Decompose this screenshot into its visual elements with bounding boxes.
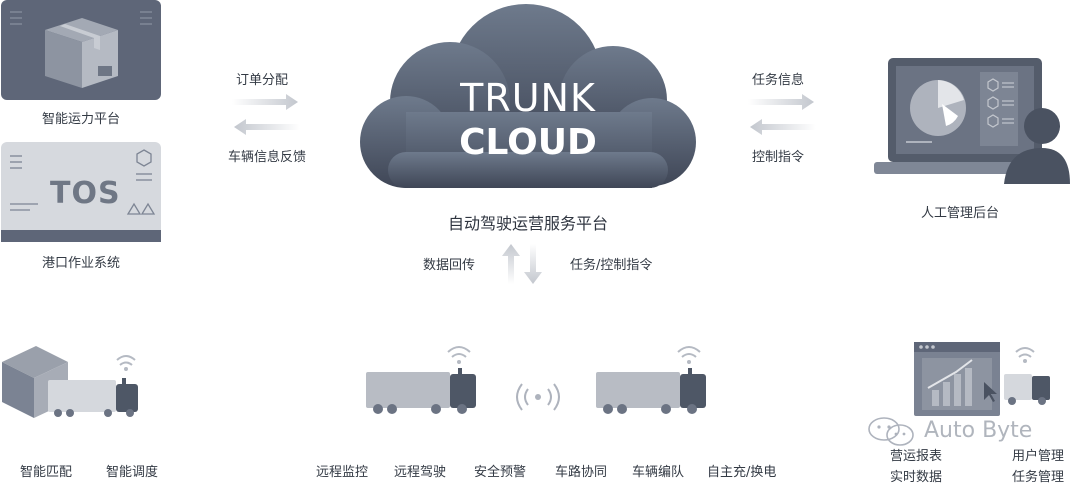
box-truck-icon <box>0 340 150 420</box>
report-window-icon <box>912 342 1068 424</box>
bottom-center-label-5: 车辆编队 <box>632 465 685 480</box>
bottom-right-label-2: 实时数据 <box>890 470 943 485</box>
control-command-label: 控制指令 <box>752 150 805 165</box>
data-return-label: 数据回传 <box>423 258 476 273</box>
arrow-left-icon-2 <box>748 119 816 135</box>
vehicle-feedback-label: 车辆信息反馈 <box>228 150 307 165</box>
bottom-center-label-1: 远程监控 <box>316 465 369 480</box>
bottom-center-label-3: 安全预警 <box>474 465 527 480</box>
admin-backend-label: 人工管理后台 <box>920 206 999 221</box>
bottom-left-label-1: 智能匹配 <box>20 465 73 480</box>
laptop-admin-icon <box>872 56 1072 186</box>
bottom-right-label-4: 任务管理 <box>1012 470 1065 485</box>
arrow-right-icon <box>232 94 300 110</box>
truck-left-icon <box>362 342 482 418</box>
watermark-text: Auto Byte <box>924 418 1033 443</box>
bottom-center-label-2: 远程驾驶 <box>394 465 447 480</box>
bottom-right-label-3: 用户管理 <box>1012 449 1065 464</box>
smart-capacity-card <box>0 0 162 100</box>
arrow-right-icon-2 <box>748 94 816 110</box>
tos-label: 港口作业系统 <box>41 256 120 271</box>
bottom-right-label-1: 营运报表 <box>890 449 943 464</box>
task-control-label: 任务/控制指令 <box>570 258 653 273</box>
task-info-label: 任务信息 <box>752 73 805 88</box>
truck-right-icon <box>592 342 712 418</box>
bottom-center-label-4: 车路协同 <box>555 465 608 480</box>
arrow-left-icon <box>232 119 300 135</box>
trunk-cloud: TRUNK CLOUD <box>358 2 698 196</box>
cloud-title-cloud: CLOUD <box>459 122 597 163</box>
cloud-caption: 自动驾驶运营服务平台 <box>447 214 608 233</box>
order-allocation-label: 订单分配 <box>236 73 289 88</box>
updown-arrows-icon <box>498 244 546 284</box>
bottom-center-label-6: 自主充/换电 <box>707 465 777 480</box>
wireless-signal-icon <box>512 380 564 414</box>
tos-text: TOS <box>50 176 121 211</box>
cloud-title-trunk: TRUNK <box>460 76 596 120</box>
smart-capacity-label: 智能运力平台 <box>41 112 120 127</box>
bottom-left-label-2: 智能调度 <box>106 465 159 480</box>
tos-card: TOS <box>0 142 162 242</box>
wechat-watermark-icon <box>866 416 920 448</box>
